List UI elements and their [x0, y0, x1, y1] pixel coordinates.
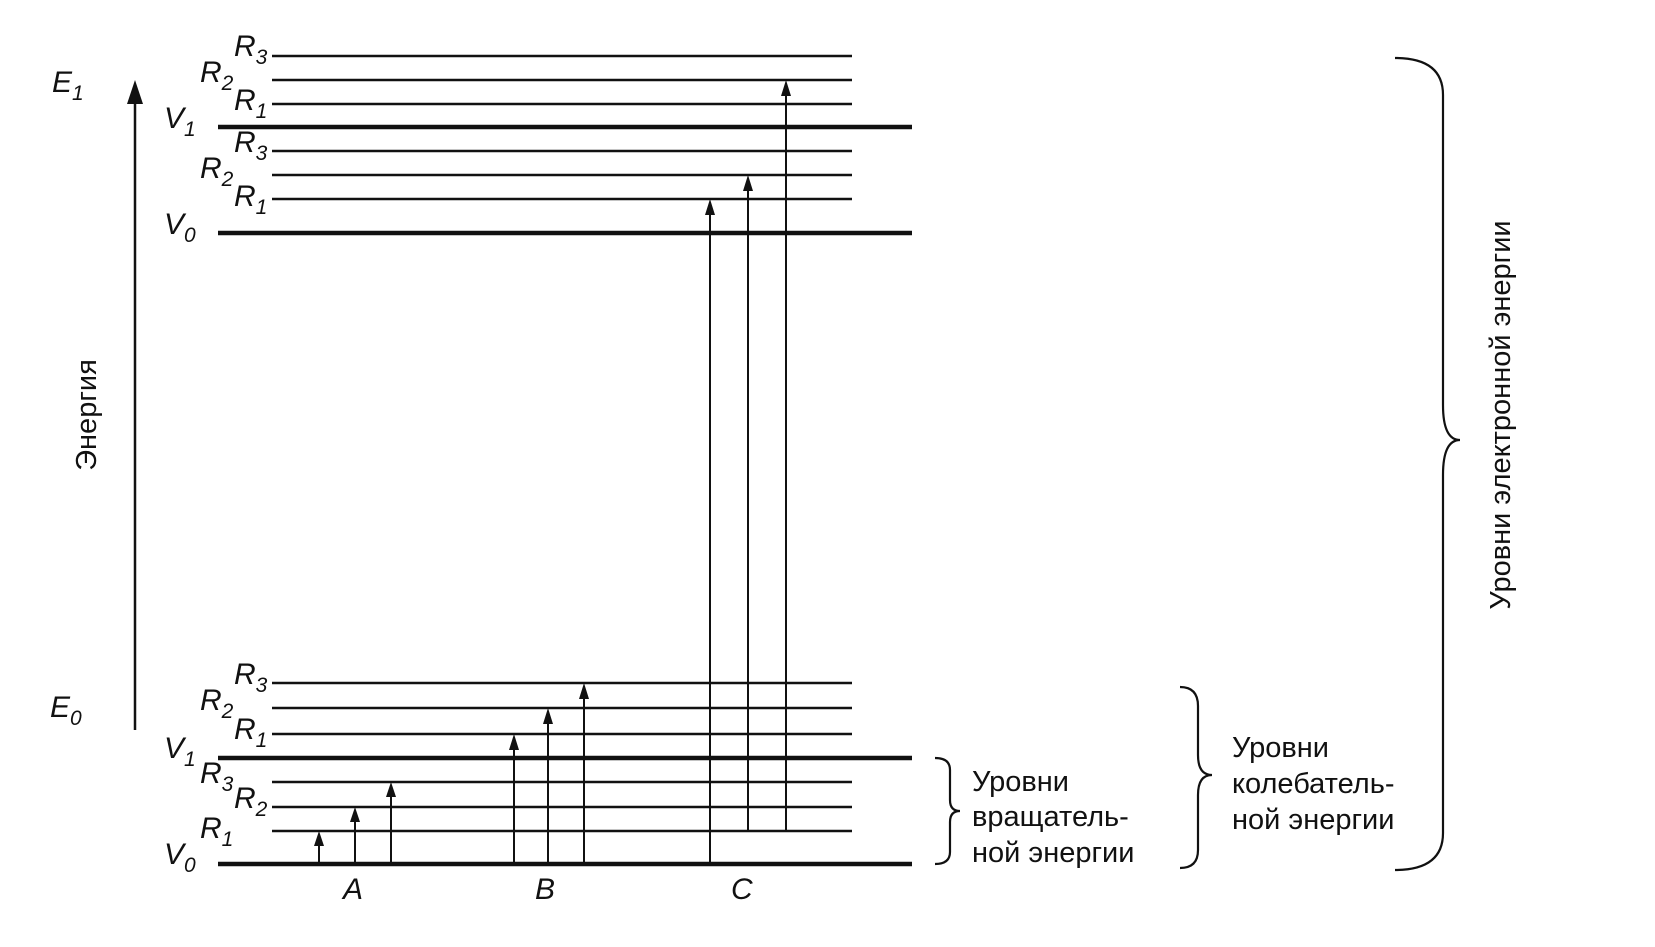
svg-text:Уровни: Уровни — [972, 766, 1069, 798]
arrowhead — [543, 708, 553, 724]
label-e1-v0-r3: R3 — [234, 126, 268, 165]
arrowhead — [579, 683, 589, 699]
arrowhead — [705, 199, 715, 215]
svg-text:ной энергии: ной энергии — [1232, 804, 1394, 836]
svg-text:ной энергии: ной энергии — [972, 837, 1134, 869]
label-e0-v0-r2: R2 — [234, 782, 268, 821]
svg-text:Уровни: Уровни — [1232, 732, 1329, 764]
arrowhead — [509, 734, 519, 750]
label-e1-v1-r3: R3 — [234, 30, 268, 69]
electronic-level-label-e0: E0 — [50, 691, 82, 730]
label-e0-v1-r2: R2 — [200, 684, 234, 723]
arrowhead — [386, 782, 396, 797]
arrowhead — [781, 80, 791, 96]
vibrational-energy-caption: Уровни колебатель- ной энергии — [1232, 732, 1394, 836]
transition-label-a: A — [341, 873, 363, 906]
label-e0-v0-r3: R3 — [200, 757, 234, 796]
label-e1-v1: V1 — [164, 102, 196, 141]
label-e0-v0: V0 — [164, 838, 196, 877]
lower-state-levels — [218, 681, 912, 867]
vibrational-energy-brace — [1179, 685, 1213, 870]
energy-axis — [127, 80, 143, 730]
transition-group-c — [705, 80, 791, 864]
transition-label-c: C — [731, 873, 753, 906]
electronic-energy-caption: Уровни электронной энергии — [1485, 220, 1517, 609]
arrowhead — [743, 175, 753, 191]
label-e1-v1-r2: R2 — [200, 56, 234, 95]
electronic-level-label-e1: E1 — [52, 66, 84, 105]
label-e1-v0-r1: R1 — [234, 180, 267, 219]
electronic-energy-brace — [1394, 56, 1461, 872]
label-e0-v1-r3: R3 — [234, 658, 268, 697]
label-e1-v0: V0 — [164, 208, 196, 247]
arrowhead — [314, 831, 324, 846]
label-e1-v0-r2: R2 — [200, 152, 234, 191]
svg-text:колебатель-: колебатель- — [1232, 768, 1394, 800]
label-e0-v0-r1: R1 — [200, 812, 233, 851]
arrowhead — [350, 807, 360, 822]
rotational-energy-brace — [934, 756, 961, 866]
label-e0-v1-r1: R1 — [234, 713, 267, 752]
svg-text:вращатель-: вращатель- — [972, 801, 1129, 833]
label-e0-v1: V1 — [164, 732, 196, 771]
transition-group-a — [314, 782, 396, 864]
rotational-energy-caption: Уровни вращатель- ной энергии — [972, 766, 1134, 869]
transition-label-b: B — [535, 873, 555, 906]
energy-axis-label: Энергия — [71, 359, 103, 471]
upper-state-levels — [218, 54, 912, 236]
transition-group-b — [509, 683, 589, 864]
label-e1-v1-r1: R1 — [234, 84, 267, 123]
